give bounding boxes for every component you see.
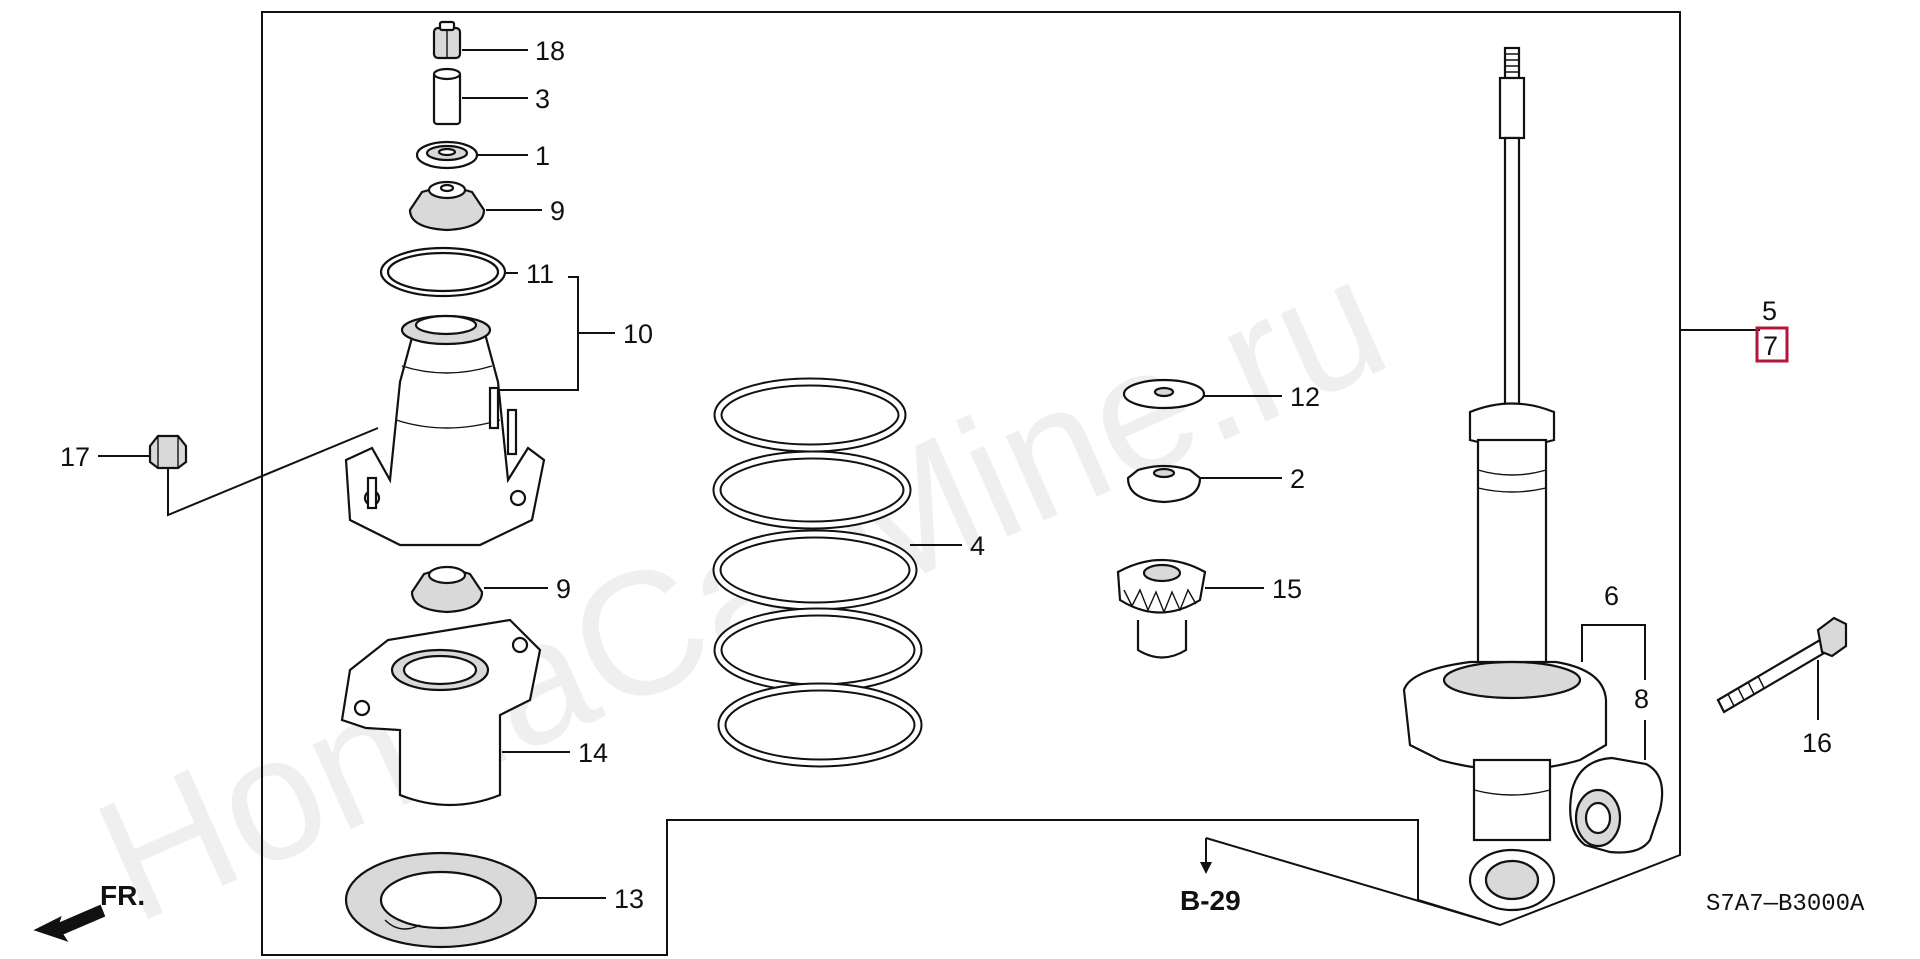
callout-7[interactable]: 7 [1763,331,1778,361]
callout-13[interactable]: 13 [614,884,644,914]
callout-17[interactable]: 17 [60,442,90,472]
shock-absorber-part[interactable] [1402,46,1608,912]
callout-3[interactable]: 3 [535,84,550,114]
damper-bushing-part[interactable] [1569,756,1664,854]
front-label: FR. [100,880,145,911]
washer-part[interactable] [415,140,479,170]
o-ring-part[interactable] [379,246,507,298]
bump-stop-plate-part[interactable] [1122,378,1206,410]
callout-14[interactable]: 14 [578,738,608,768]
self-locking-nut-part[interactable] [432,20,462,60]
assembly-boundary [261,11,1681,956]
callout-1[interactable]: 1 [535,141,550,171]
callout-18[interactable]: 18 [535,36,565,66]
callout-8[interactable]: 8 [1634,684,1649,714]
callout-7-highlight-box [1755,326,1789,363]
callout-4[interactable]: 4 [970,531,985,561]
callout-10[interactable]: 10 [623,319,653,349]
callout-5[interactable]: 5 [1762,296,1777,326]
callout-11[interactable]: 11 [526,259,554,289]
callout-2[interactable]: 2 [1290,464,1305,494]
lower-spring-insulator-part[interactable] [344,851,538,949]
callout-16[interactable]: 16 [1802,728,1832,758]
flange-nut-part[interactable] [148,434,188,470]
front-direction-arrow-icon [33,904,106,942]
upper-mount-bushing-part[interactable] [408,180,486,232]
spring-seat-part[interactable] [340,618,542,807]
reference-b29-link[interactable]: B-29 [1180,885,1241,916]
rubber-mount-part[interactable] [1126,464,1202,504]
callout-9-upper[interactable]: 9 [550,196,565,226]
lower-mount-bushing-part[interactable] [410,565,484,614]
callout-6[interactable]: 6 [1604,581,1619,611]
flange-bolt-part[interactable] [1716,616,1848,714]
diagram-code: S7A7—B3000A [1706,891,1865,918]
callout-9-lower[interactable]: 9 [556,574,571,604]
collar-part[interactable] [432,67,462,126]
bump-stop-part[interactable] [1116,558,1207,659]
callout-15[interactable]: 15 [1272,574,1302,604]
upper-mount-base-part[interactable] [344,314,546,547]
coil-spring-part[interactable] [712,377,923,768]
callout-12[interactable]: 12 [1290,382,1320,412]
